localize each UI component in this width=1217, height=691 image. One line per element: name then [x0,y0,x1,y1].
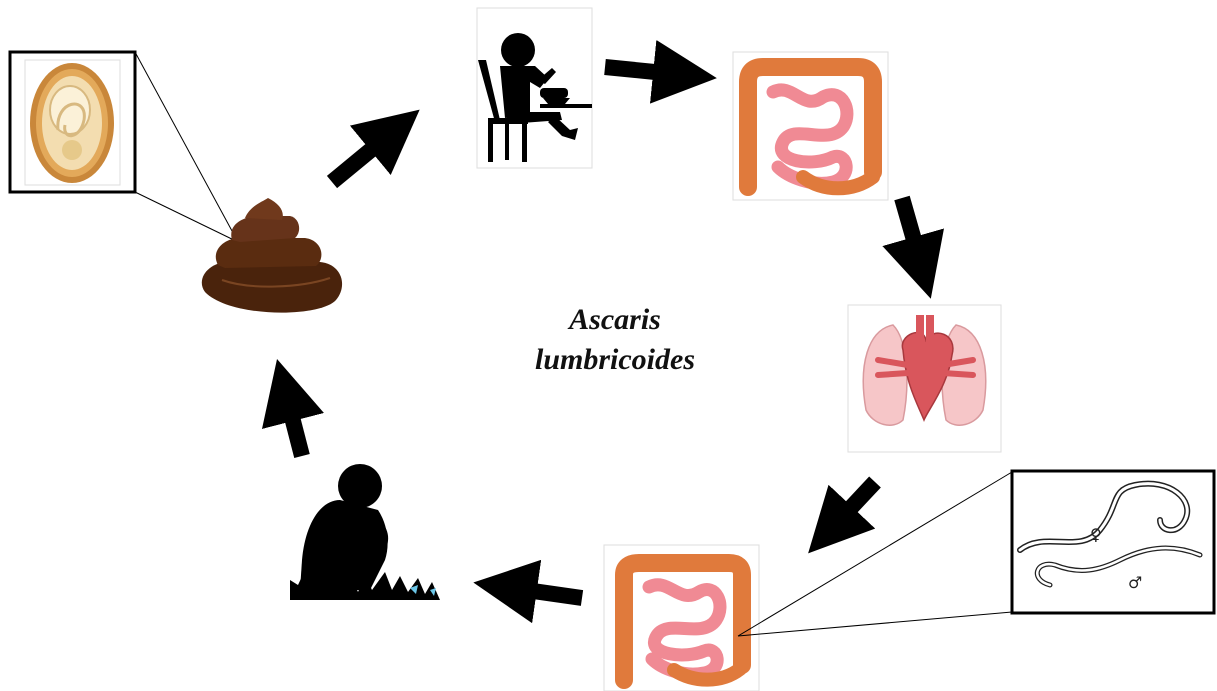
male-symbol: ♂ [1128,573,1142,592]
arrow-heart-lungs-to-intestine [830,482,875,530]
stool-icon [202,198,342,313]
arrow-child-squatting-to-stool [285,390,302,456]
child-eating-silhouette-icon [477,8,592,168]
worm-zoom-line-bottom [738,612,1012,636]
intestine-icon [733,52,888,200]
child-squatting-silhouette-icon [290,464,440,600]
title-line-2: lumbricoides [470,340,760,380]
heart-lungs-icon [848,305,1001,452]
diagram-title: Ascaris lumbricoides [470,300,760,380]
worm-zoom-line-top [738,472,1012,636]
adult-worms-icon [1012,471,1214,613]
egg-zoom-line-bottom [135,192,238,242]
egg-zoom-line-top [135,52,238,242]
arrow-intestine-to-child-squatting [505,587,582,598]
arrow-child-eating-to-intestine [605,67,685,75]
arrow-stool-to-child-eating [332,130,395,182]
intestine-icon [604,545,759,691]
female-symbol: ♀ [1090,525,1102,544]
arrow-intestine-to-heart-lungs [902,198,922,268]
ascaris-egg-icon [10,52,135,192]
title-line-1: Ascaris [470,300,760,340]
